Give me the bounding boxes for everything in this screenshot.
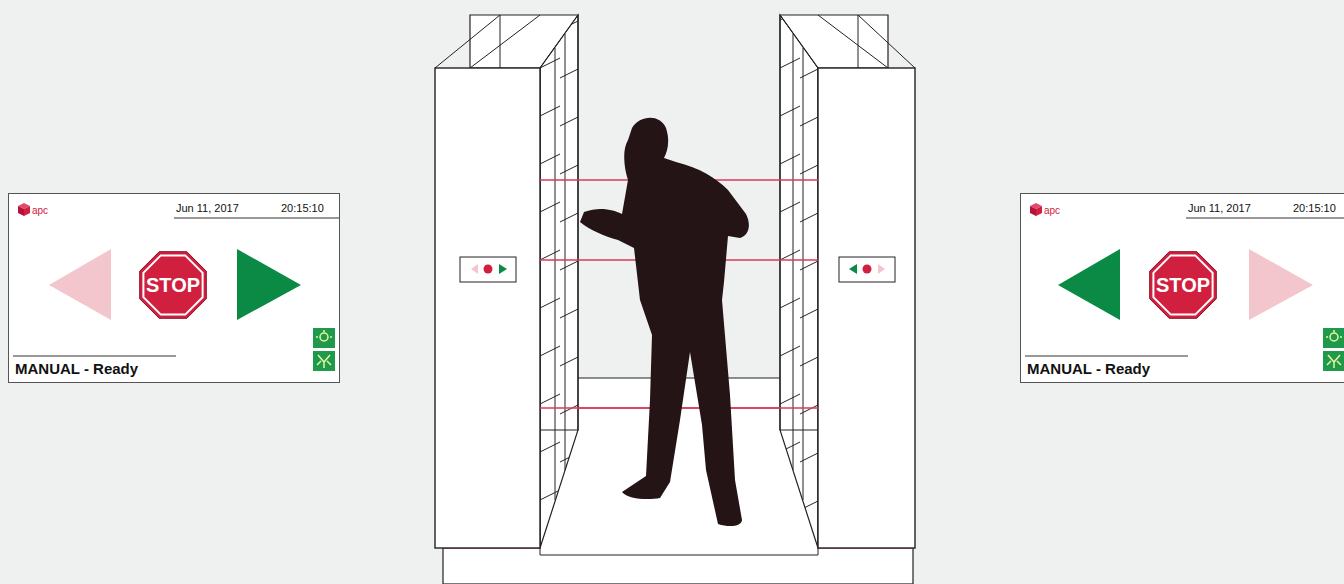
logo-text: apc (32, 205, 48, 216)
control-panel: apc Jun 11, 2017 20:15:10MANUAL - Ready STO… (8, 193, 340, 383)
stop-label: STOP (1156, 274, 1210, 297)
time-text: 20:15:10 (281, 202, 324, 214)
stop-button: STOP (1146, 248, 1220, 322)
status-text: MANUAL - Ready (1027, 360, 1150, 377)
status-text: MANUAL - Ready (15, 360, 138, 377)
date-text: Jun 11, 2017 (1188, 202, 1251, 214)
date-text: Jun 11, 2017 (176, 202, 239, 214)
logo-text: apc (1044, 205, 1060, 216)
control-panel: apc Jun 11, 2017 20:15:10MANUAL - Ready STO… (1020, 193, 1344, 383)
stop-label: STOP (146, 274, 200, 297)
time-text: 20:15:10 (1293, 202, 1336, 214)
stop-button: STOP (136, 248, 210, 322)
